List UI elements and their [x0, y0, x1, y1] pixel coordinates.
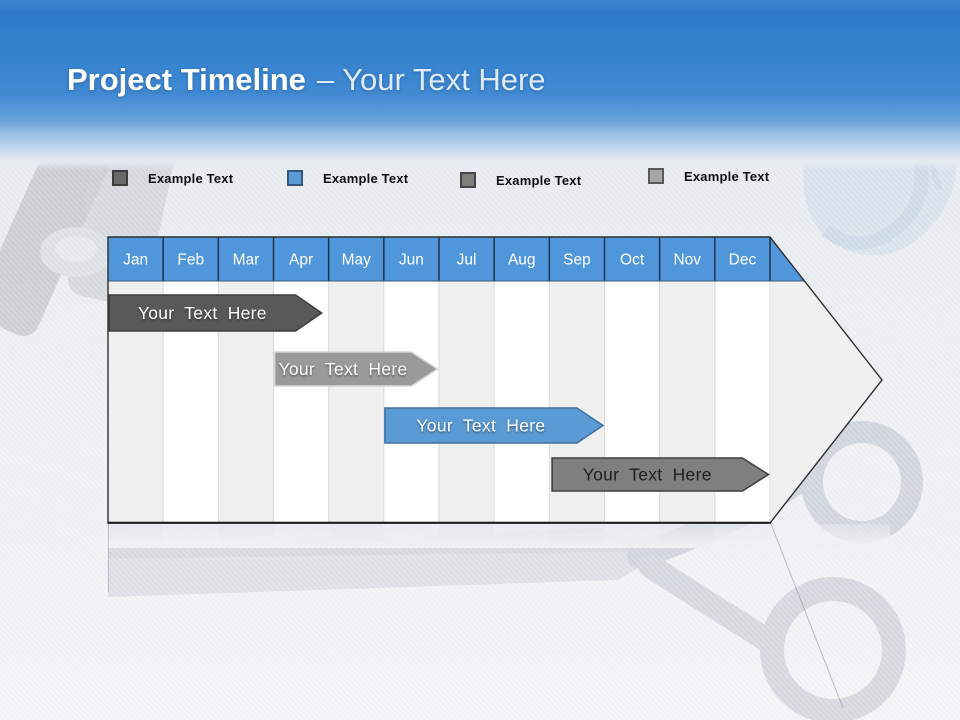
legend-label-3: Example Text	[496, 172, 582, 188]
month-label: Nov	[673, 252, 701, 269]
legend-label-1: Example Text	[148, 170, 234, 186]
month-label: Dec	[729, 252, 757, 269]
month-label: Oct	[620, 252, 645, 269]
timeline-bar-label[interactable]: Your Text Here	[138, 303, 267, 323]
timeline-arrow-outline	[107, 236, 883, 524]
title-secondary-text: – Your Text Here	[316, 62, 546, 97]
month-label: Jun	[399, 252, 424, 269]
timeline-bar-label[interactable]: Your Text Here	[279, 359, 408, 379]
legend-swatch-1	[112, 170, 128, 186]
chart-reflection	[100, 523, 890, 709]
month-label: Jul	[457, 252, 477, 269]
slide-title[interactable]: Project Timeline – Your Text Here	[67, 60, 546, 106]
title-main-text: Project Timeline	[67, 62, 306, 97]
legend-swatch-3	[460, 172, 476, 188]
timeline-bar[interactable]	[273, 351, 439, 387]
legend-item-2[interactable]: Example Text	[287, 168, 408, 188]
timeline-bar-label[interactable]: Your Text Here	[416, 416, 545, 436]
timeline-bar[interactable]	[108, 294, 323, 332]
legend-label-4: Example Text	[684, 168, 770, 184]
timeline-bar[interactable]	[551, 457, 770, 492]
timeline-bar-label[interactable]: Your Text Here	[583, 465, 712, 485]
legend-swatch-4	[648, 168, 664, 184]
month-label: Mar	[233, 252, 260, 269]
legend-label-2: Example Text	[323, 170, 409, 186]
legend-swatch-2	[287, 170, 303, 186]
month-column	[163, 237, 219, 523]
month-column	[439, 237, 495, 523]
month-label: Jan	[123, 252, 148, 269]
month-label: Feb	[177, 252, 204, 269]
month-label: Apr	[289, 252, 313, 269]
month-column	[108, 237, 164, 523]
month-column	[218, 237, 274, 523]
month-header-band	[108, 237, 882, 281]
month-label: Sep	[563, 252, 591, 269]
timeline-bar[interactable]	[384, 407, 605, 444]
month-label: Aug	[508, 252, 536, 269]
month-label: May	[342, 252, 372, 269]
header-gradient	[0, 0, 960, 170]
legend-item-3[interactable]: Example Text	[460, 170, 581, 190]
legend-item-4[interactable]: Example Text	[648, 166, 769, 186]
legend-item-1[interactable]: Example Text	[112, 168, 233, 188]
month-column	[494, 237, 550, 523]
